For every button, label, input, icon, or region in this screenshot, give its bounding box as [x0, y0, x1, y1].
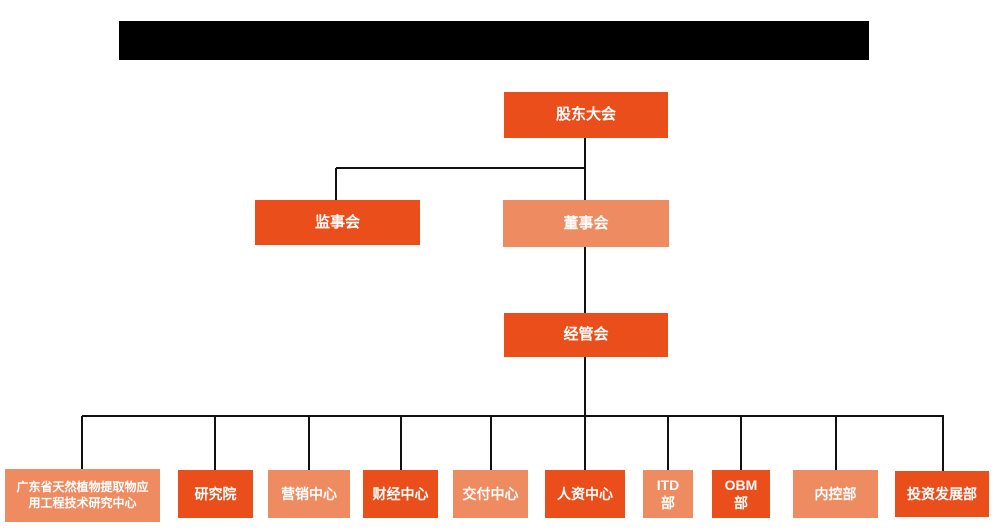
connector-line	[214, 416, 216, 470]
org-node-marketing-center: 营销中心	[268, 470, 350, 518]
connector-line	[584, 247, 586, 313]
connector-line	[584, 138, 586, 169]
org-node-internal-control-dept: 内控部	[793, 470, 878, 518]
org-node-research-institute: 研究院	[178, 470, 253, 518]
connector-line	[740, 416, 742, 470]
connector-line	[82, 415, 944, 417]
org-node-gd-plant-extract-center: 广东省天然植物提取物应用工程技术研究中心	[5, 469, 160, 522]
org-node-delivery-center: 交付中心	[453, 470, 528, 518]
connector-line	[584, 168, 586, 200]
connector-line	[308, 416, 310, 470]
connector-line	[942, 416, 944, 471]
connector-line	[335, 168, 337, 200]
org-node-investment-development-dept: 投资发展部	[895, 471, 989, 517]
connector-line	[667, 416, 669, 470]
org-node-finance-center: 财经中心	[363, 470, 438, 518]
connector-line	[835, 416, 837, 470]
connector-line	[400, 416, 402, 470]
connector-line	[336, 167, 586, 169]
org-node-hr-center: 人资中心	[545, 470, 625, 518]
connector-line	[584, 416, 586, 470]
org-node-itd-department: ITD部	[643, 470, 693, 518]
org-node-management-committee: 经管会	[504, 313, 668, 357]
connector-line	[81, 416, 83, 469]
redacted-title-bar	[119, 21, 869, 60]
connector-line	[490, 416, 492, 470]
org-node-supervisory-board: 监事会	[255, 200, 420, 245]
connector-line	[584, 357, 586, 417]
org-node-obm-department: OBM部	[712, 470, 770, 518]
org-node-shareholders-meeting: 股东大会	[504, 92, 668, 138]
org-node-board-of-directors: 董事会	[503, 200, 669, 247]
